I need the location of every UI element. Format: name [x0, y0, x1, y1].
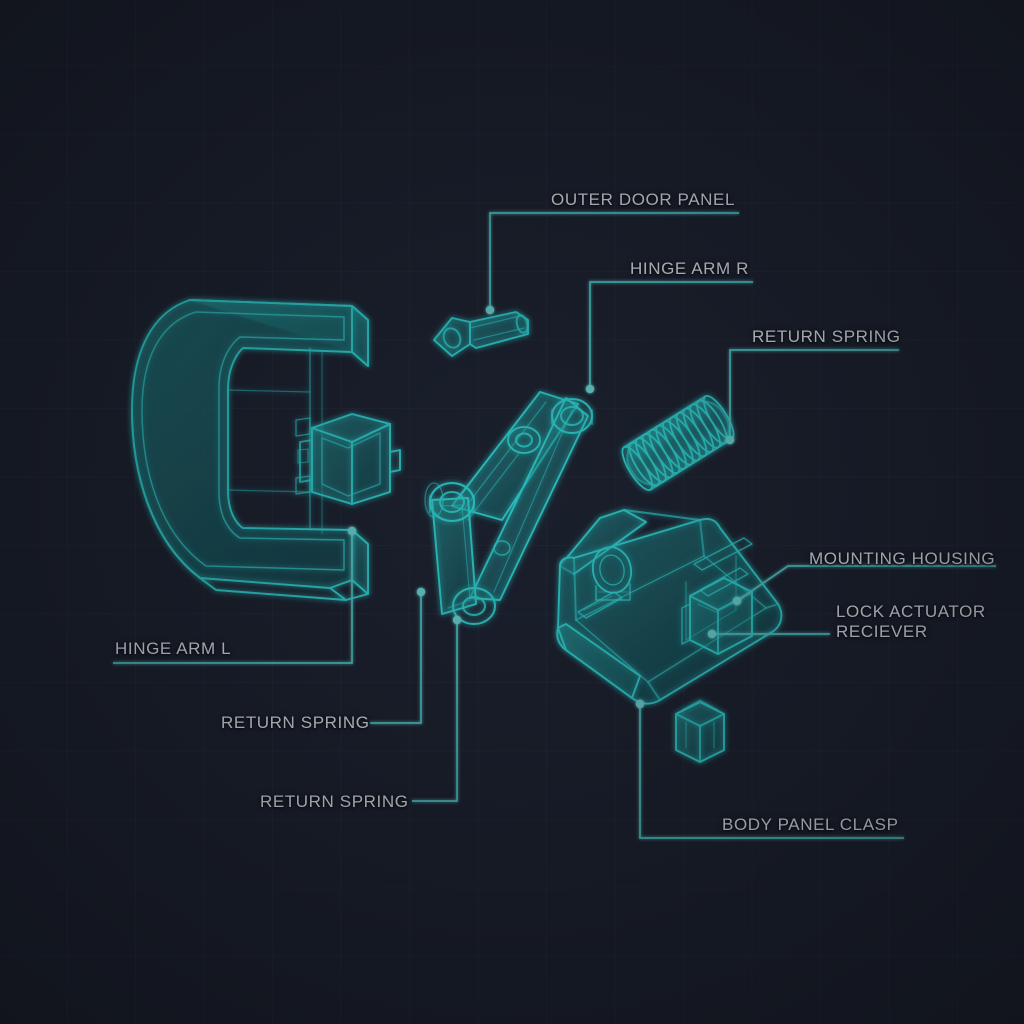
leader-mounting-housing [732, 565, 996, 606]
leader-hinge-arm-r [585, 281, 753, 394]
label-return-spring-top: RETURN SPRING [752, 327, 901, 346]
label-return-spring-low: RETURN SPRING [260, 792, 409, 811]
label-lock-actuator-reciever: RECIEVER [836, 622, 928, 641]
label-mounting-housing: MOUNTING HOUSING [809, 549, 996, 568]
leader-lock-actuator-reciever [707, 629, 830, 639]
label-hinge-arm-r: HINGE ARM R [630, 259, 750, 278]
label-hinge-arm-l: HINGE ARM L [115, 639, 232, 658]
label-lock-actuator: LOCK ACTUATOR [836, 602, 986, 621]
leader-return-spring-low [412, 615, 462, 802]
label-body-panel-clasp: BODY PANEL CLASP [722, 815, 899, 834]
label-return-spring-mid: RETURN SPRING [221, 713, 370, 732]
leader-return-spring-mid [370, 587, 426, 724]
label-outer-door-panel: OUTER DOOR PANEL [551, 190, 736, 209]
leader-return-spring-top [725, 349, 899, 445]
